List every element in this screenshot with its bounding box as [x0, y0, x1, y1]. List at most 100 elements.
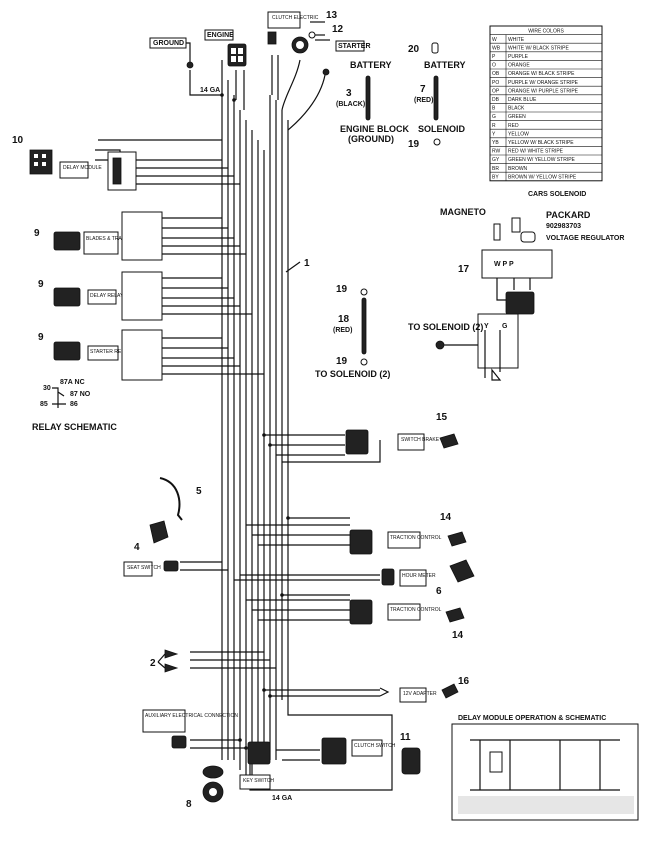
traction-control-1: TRACTION CONTROL 14 [349, 512, 467, 555]
clutch-switch: CLUTCH SWITCH 11 [321, 732, 421, 775]
relay-30-label: 30 [43, 385, 51, 392]
red-label: (RED) [414, 97, 433, 104]
wire-color-name: BROWN [508, 166, 528, 172]
engine-block-label: ENGINE BLOCK [340, 124, 410, 134]
seat-switch-label: SEAT SWITCH [127, 565, 161, 571]
component-4: 4 [134, 520, 169, 553]
part-number-7: 7 [420, 84, 426, 95]
wire-color-name: ORANGE W/ BLACK STRIPE [508, 71, 575, 77]
wire-color-name: ORANGE W/ PURPLE STRIPE [508, 88, 579, 94]
wire-color-name: PURPLE W/ ORANGE STRIPE [508, 80, 579, 86]
part-number-4: 4 [134, 542, 140, 553]
clutch-electric-component: CLUTCH ELECTRIC 13 12 [267, 10, 344, 54]
part-number-19-mid-top: 19 [336, 284, 348, 295]
part-number-5: 5 [196, 486, 202, 497]
wire-color-name: GREEN W/ YELLOW STRIPE [508, 157, 576, 163]
connector-2: 2 [150, 649, 179, 673]
splice-dots [220, 93, 290, 750]
auxiliary-label: AUXILIARY ELECTRICAL CONNECTION [145, 713, 238, 719]
battery-left-label: BATTERY [350, 60, 392, 70]
ground-label: GROUND [153, 40, 184, 47]
to-solenoid-mid-label: TO SOLENOID (2) [315, 369, 390, 379]
wire-color-code: R [492, 123, 496, 129]
part-number-9-c: 9 [38, 332, 44, 343]
starter-relay: 9 STARTER RELAY [38, 329, 163, 381]
cable-18-red-label: (RED) [333, 327, 352, 334]
wire-colors-title: WIRE COLORS [528, 28, 564, 34]
battery-cables: BATTERY BATTERY 20 3 (BLACK) 7 (RED) ENG… [336, 42, 466, 150]
starter-component: STARTER [322, 40, 371, 76]
engine-connector: ENGINE [204, 29, 247, 67]
part-number-8: 8 [186, 799, 192, 810]
packard-label: PACKARD [546, 210, 591, 220]
wire-color-name: PURPLE [508, 54, 529, 60]
wire-color-code: W [492, 37, 497, 43]
part-number-15: 15 [436, 412, 448, 423]
wire-color-code: G [492, 114, 496, 120]
cable-18: 19 18 (RED) 19 TO SOLENOID (2) [315, 284, 390, 379]
part-number-13: 13 [326, 10, 338, 21]
part-number-19-top: 19 [408, 139, 420, 150]
traction-control-1-label: TRACTION CONTROL [390, 535, 442, 541]
wire-color-code: BR [492, 166, 499, 172]
wire-color-code: YB [492, 140, 499, 146]
part-number-17: 17 [458, 264, 470, 275]
wire-color-name: DARK BLUE [508, 97, 537, 103]
engine-block-ground-label: (GROUND) [348, 134, 394, 144]
wire-color-code: O [492, 63, 496, 69]
wire-color-code: Y [492, 131, 496, 137]
adapter-12v-label: 12V ADAPTER [403, 691, 437, 697]
wire-color-code: PO [492, 80, 499, 86]
part-number-20: 20 [408, 44, 420, 55]
blades-traction-relay-label: BLADES & TRACTION RELAY [86, 236, 155, 242]
part-number-16: 16 [458, 676, 470, 687]
g-label: G [502, 323, 508, 330]
to-solenoid-right-label: TO SOLENOID (2) [408, 322, 483, 332]
wire-color-code: OB [492, 71, 500, 77]
magneto-label: MAGNETO [440, 207, 486, 217]
part-number-9-a: 9 [34, 228, 40, 239]
wire-color-code: OP [492, 88, 500, 94]
voltage-regulator-label: VOLTAGE REGULATOR [546, 235, 624, 242]
y-label: Y [484, 323, 489, 330]
black-label: (BLACK) [336, 101, 365, 108]
wire-color-code: BY [492, 174, 499, 180]
relay-87a-label: 87A NC [60, 379, 85, 386]
switch-brake: SWITCH BRAKE 15 [345, 412, 459, 455]
wire-color-name: BLACK [508, 106, 525, 112]
part-number-12: 12 [332, 24, 344, 35]
delay-relay: 9 DELAY RELAY [38, 271, 163, 321]
relay-85-label: 85 [40, 401, 48, 408]
relay-schematic-label: RELAY SCHEMATIC [32, 422, 117, 432]
traction-control-2: TRACTION CONTROL 14 [349, 599, 465, 641]
wire-color-name: RED W/ WHITE STRIPE [508, 149, 564, 155]
part-number-6: 6 [436, 586, 442, 597]
part-number-9-b: 9 [38, 279, 44, 290]
part-number-3: 3 [346, 88, 352, 99]
clutch-switch-label: CLUTCH SWITCH [354, 743, 396, 749]
gauge-14ga-bottom: 14 GA [272, 795, 292, 802]
harness-label-1: 1 [285, 258, 310, 273]
wire-color-name: BROWN W/ YELLOW STRIPE [508, 174, 577, 180]
wire-color-name: WHITE W/ BLACK STRIPE [508, 45, 570, 51]
delay-module-schematic: DELAY MODULE OPERATION & SCHEMATIC [451, 715, 639, 821]
wire-color-name: YELLOW W/ BLACK STRIPE [508, 140, 574, 146]
part-number-2: 2 [150, 658, 156, 669]
traction-control-2-label: TRACTION CONTROL [390, 607, 442, 613]
starter-label: STARTER [338, 43, 371, 50]
key-switch: KEY SWITCH 14 GA [239, 741, 292, 802]
wire-color-name: WHITE [508, 37, 525, 43]
wire-color-code: B [492, 106, 496, 112]
cars-solenoid-label: CARS SOLENOID [528, 191, 586, 198]
packard-pn-label: 902983703 [546, 223, 581, 230]
delay-module-schematic-title: DELAY MODULE OPERATION & SCHEMATIC [458, 715, 606, 722]
seat-switch: SEAT SWITCH [123, 560, 179, 577]
key-switch-label: KEY SWITCH [243, 778, 274, 784]
wire-color-name: RED [508, 123, 519, 129]
wire-5: 5 [159, 477, 202, 521]
main-harness [95, 55, 393, 791]
wire-color-code: DB [492, 97, 500, 103]
magneto-regulator: MAGNETO CARS SOLENOID PACKARD 902983703 … [408, 191, 624, 381]
wire-color-code: RW [492, 149, 501, 155]
